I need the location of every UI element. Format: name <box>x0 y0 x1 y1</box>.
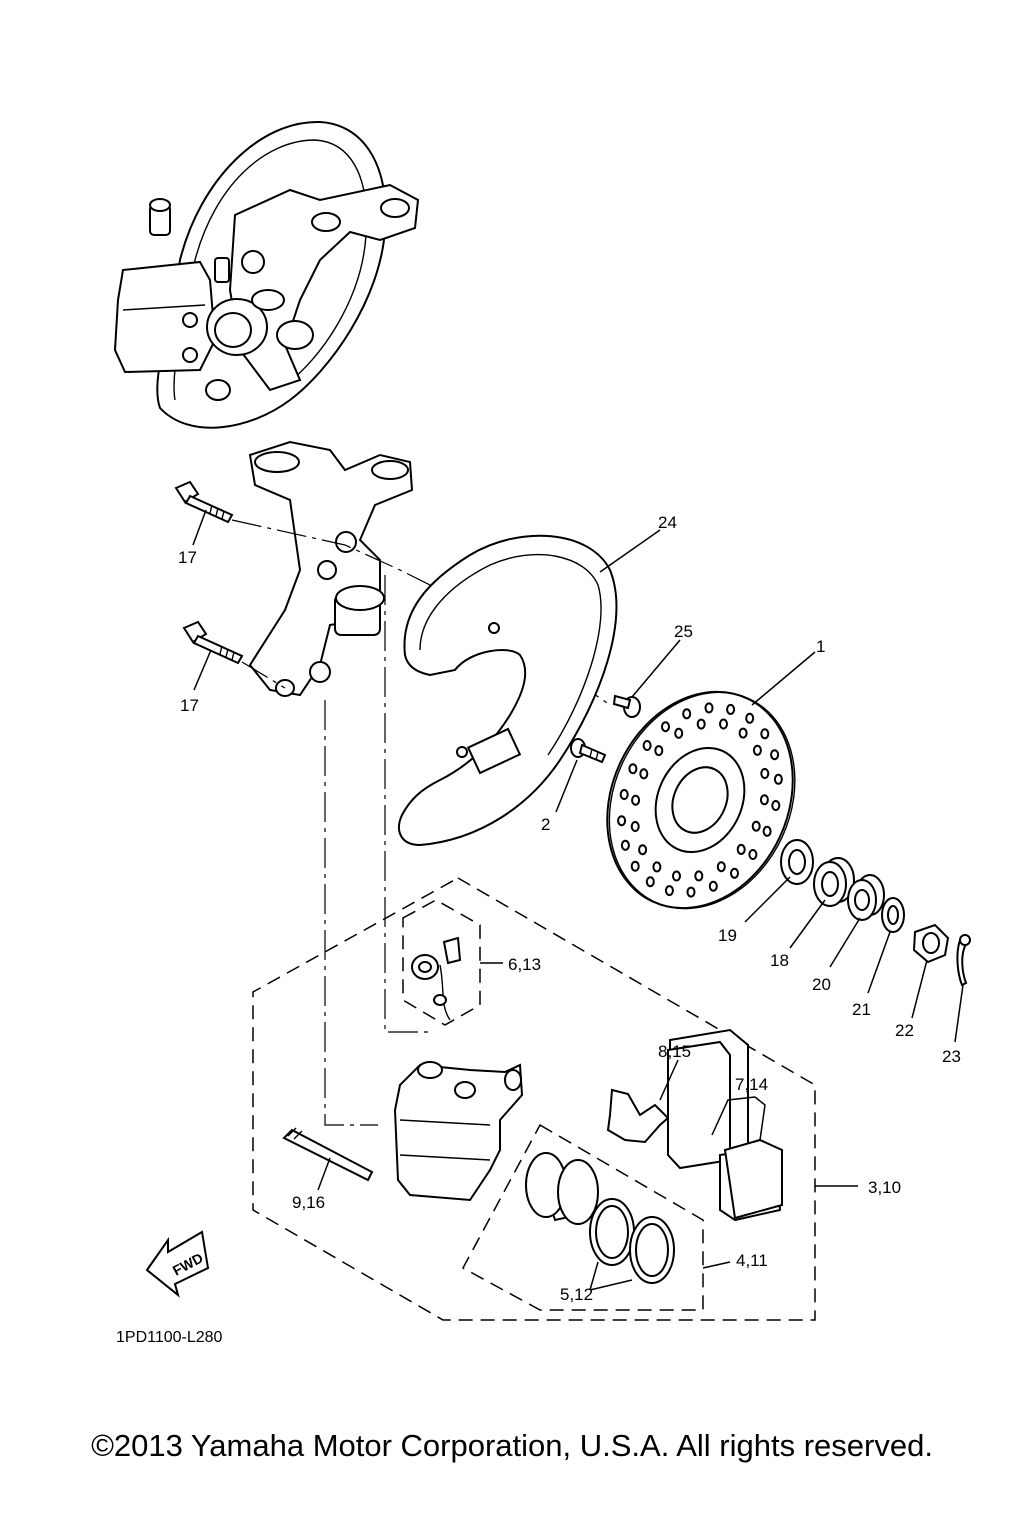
disc-vent-hole <box>760 728 770 740</box>
disc-vent-hole <box>696 718 706 730</box>
bolt-17-upper <box>174 480 234 524</box>
disc-vent-hole <box>771 800 781 811</box>
disc-vent-hole <box>628 763 638 775</box>
diagram-code: 1PD1100-L280 <box>116 1329 223 1346</box>
label-20: 20 <box>812 975 831 994</box>
label-19: 19 <box>718 926 737 945</box>
disc-vent-hole <box>672 870 681 882</box>
disc-vent-hole <box>770 749 780 761</box>
disc-vent-hole <box>716 861 726 873</box>
piston-seals-5-12 <box>589 1198 675 1284</box>
fwd-arrow-icon: FWD <box>145 1230 210 1298</box>
disc-vent-hole <box>736 843 746 855</box>
label-17-lower: 17 <box>180 696 199 715</box>
leader-lines <box>192 509 964 1291</box>
disc-vent-hole <box>674 727 684 739</box>
disc-vent-hole <box>730 867 739 879</box>
disc-vent-hole <box>664 885 674 897</box>
brake-disc-1 <box>606 690 796 910</box>
bleed-screw-6-13 <box>411 936 462 1021</box>
bearing-18 <box>813 857 855 907</box>
disc-guard-24 <box>398 534 618 847</box>
disc-vent-hole <box>631 794 641 806</box>
label-25: 25 <box>674 622 693 641</box>
disc-vent-hole <box>719 718 728 730</box>
label-6-13: 6,13 <box>508 955 541 974</box>
bolt-2 <box>570 738 607 764</box>
label-17-upper: 17 <box>178 548 197 567</box>
washer-21 <box>881 897 905 933</box>
disc-vent-hole <box>751 820 761 832</box>
slide-pin-9-16 <box>282 1127 374 1182</box>
disc-vent-hole <box>726 703 736 715</box>
disc-vent-hole <box>620 839 630 851</box>
label-5-12: 5,12 <box>560 1285 593 1304</box>
disc-vent-hole <box>645 876 655 888</box>
piston-4-11 <box>525 1152 599 1225</box>
brake-pads-7-14 <box>667 1028 783 1222</box>
label-21: 21 <box>852 1000 871 1019</box>
pad-spring-8-15 <box>606 1088 670 1144</box>
label-22: 22 <box>895 1021 914 1040</box>
label-18: 18 <box>770 951 789 970</box>
disc-vent-hole <box>759 794 769 806</box>
copyright-notice: ©2013 Yamaha Motor Corporation, U.S.A. A… <box>91 1428 933 1463</box>
disc-vent-hole <box>704 702 714 714</box>
label-9-16: 9,16 <box>292 1193 325 1212</box>
disc-vent-hole <box>682 708 692 720</box>
castle-nut-22 <box>912 923 950 964</box>
disc-vent-hole <box>654 745 664 757</box>
disc-vent-hole <box>686 886 696 898</box>
brake-caliper <box>393 1061 524 1202</box>
label-3-10: 3,10 <box>868 1178 901 1197</box>
disc-vent-hole <box>617 815 627 827</box>
label-2: 2 <box>541 815 550 834</box>
bolt-25 <box>612 694 641 718</box>
disc-vent-hole <box>642 740 652 751</box>
disc-vent-hole <box>630 821 640 832</box>
disc-vent-hole <box>760 768 770 779</box>
disc-vent-hole <box>639 768 649 780</box>
label-7-14: 7,14 <box>735 1075 768 1094</box>
spacer-20 <box>847 874 885 921</box>
disc-vent-hole <box>773 773 783 785</box>
label-24: 24 <box>658 513 677 532</box>
disc-vent-hole <box>745 712 755 724</box>
label-23: 23 <box>942 1047 961 1066</box>
bolt-17-lower <box>182 620 244 665</box>
washer-19 <box>780 839 814 885</box>
disc-vent-hole <box>762 825 772 837</box>
disc-vent-hole <box>652 861 662 873</box>
disc-vent-hole <box>694 870 704 882</box>
steering-knuckle <box>248 440 414 697</box>
disc-vent-hole <box>630 860 640 872</box>
disc-vent-hole <box>752 744 762 756</box>
exploded-parts-diagram: FWD 17 17 24 25 1 2 19 18 20 21 22 23 6,… <box>113 120 971 1346</box>
disc-vent-hole <box>748 849 758 860</box>
disc-vent-hole <box>638 844 648 856</box>
label-8-15: 8,15 <box>658 1042 691 1061</box>
disc-vent-hole <box>708 880 718 892</box>
label-4-11: 4,11 <box>736 1251 768 1270</box>
assembled-brake-view <box>113 120 420 429</box>
disc-vent-hole <box>661 721 670 733</box>
label-1: 1 <box>816 637 825 656</box>
disc-vent-hole <box>738 727 748 739</box>
cotter-pin-23 <box>956 934 971 987</box>
disc-vent-hole <box>619 789 629 800</box>
